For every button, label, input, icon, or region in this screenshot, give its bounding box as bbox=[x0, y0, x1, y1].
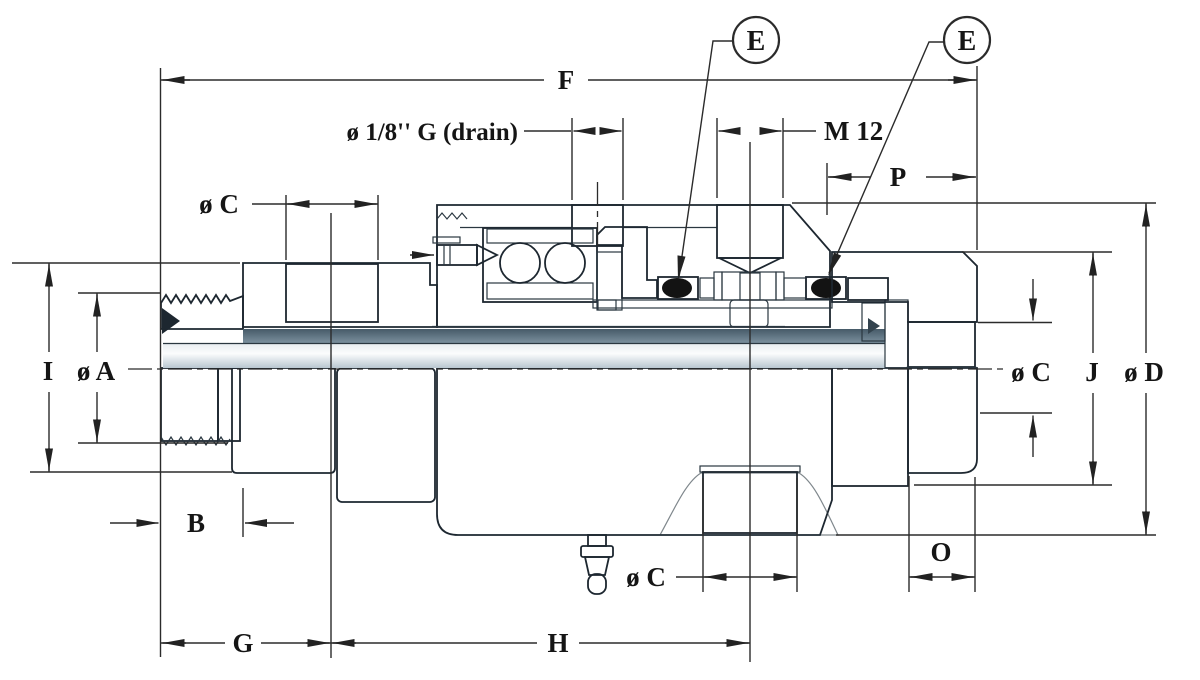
o-ring-right bbox=[811, 278, 841, 298]
dim-label-c-left: ø C bbox=[199, 189, 239, 219]
dim-label-c-bottom: ø C bbox=[626, 562, 666, 592]
extension-lines bbox=[12, 66, 1156, 657]
seal-cartridge bbox=[592, 226, 889, 328]
dim-label-o: O bbox=[930, 537, 951, 567]
dim-label-a: ø A bbox=[77, 356, 116, 386]
o-ring-left bbox=[662, 278, 692, 298]
dimension-C-left: ø C bbox=[199, 189, 378, 219]
dim-label-h: H bbox=[547, 628, 568, 658]
dimension-D: ø D bbox=[1124, 203, 1164, 535]
e-left-label: E bbox=[747, 26, 766, 57]
dim-label-p: P bbox=[890, 162, 907, 192]
dimension-A: ø A bbox=[77, 293, 116, 443]
centerlines bbox=[128, 142, 1008, 662]
grease-nipple bbox=[580, 534, 614, 595]
left-nut-outside bbox=[231, 367, 336, 474]
set-screw bbox=[410, 243, 500, 267]
dimension-I: I bbox=[43, 263, 54, 472]
dimension-C-bottom: ø C bbox=[626, 562, 797, 592]
dim-label-d: ø D bbox=[1124, 357, 1164, 387]
bronze-bushing bbox=[847, 277, 889, 301]
e-right-label: E bbox=[958, 26, 977, 57]
bearing-ball-right bbox=[544, 242, 586, 284]
dim-label-j: J bbox=[1085, 357, 1099, 387]
e-right-balloon bbox=[942, 15, 992, 65]
dim-label-b: B bbox=[187, 508, 205, 538]
dim-label-drain: ø 1/8'' G (drain) bbox=[346, 119, 518, 146]
rotor-shaft-section bbox=[163, 299, 909, 369]
dimension-J: J bbox=[1085, 252, 1099, 485]
dim-label-c-right: ø C bbox=[1011, 357, 1051, 387]
right-nut-outside bbox=[907, 367, 978, 474]
dimension-B: B bbox=[110, 508, 294, 538]
main-body-cylinder bbox=[436, 367, 833, 536]
dimension-H: H bbox=[331, 628, 750, 658]
pipe-end-chamfer bbox=[868, 318, 880, 334]
dimension-F: F bbox=[161, 65, 977, 95]
dimension-P: P bbox=[828, 162, 976, 192]
right-nut-section bbox=[831, 251, 978, 369]
valve-poppet bbox=[729, 299, 769, 328]
bearing-cage bbox=[486, 228, 594, 244]
bearing-ball-left bbox=[499, 242, 541, 284]
detail-marker-E-right: E bbox=[828, 15, 992, 276]
e-left-balloon bbox=[731, 15, 781, 65]
dim-label-g: G bbox=[232, 628, 253, 658]
housing-cap-thread bbox=[436, 212, 468, 220]
seal-right bbox=[805, 276, 847, 300]
dimension-G: G bbox=[161, 628, 331, 658]
dim-label-f: F bbox=[558, 65, 575, 95]
collar-thread bbox=[285, 263, 379, 323]
detail-marker-E-left: E bbox=[677, 15, 781, 280]
dimension-O: O bbox=[909, 537, 975, 581]
dimension-drain: ø 1/8'' G (drain) bbox=[346, 119, 622, 146]
rotor-flange-section bbox=[242, 262, 438, 328]
dim-label-m12: M 12 bbox=[824, 116, 883, 146]
dimension-m12: M 12 bbox=[718, 116, 883, 146]
dim-label-i: I bbox=[43, 356, 54, 386]
dimension-C-right: ø C bbox=[1011, 279, 1051, 457]
